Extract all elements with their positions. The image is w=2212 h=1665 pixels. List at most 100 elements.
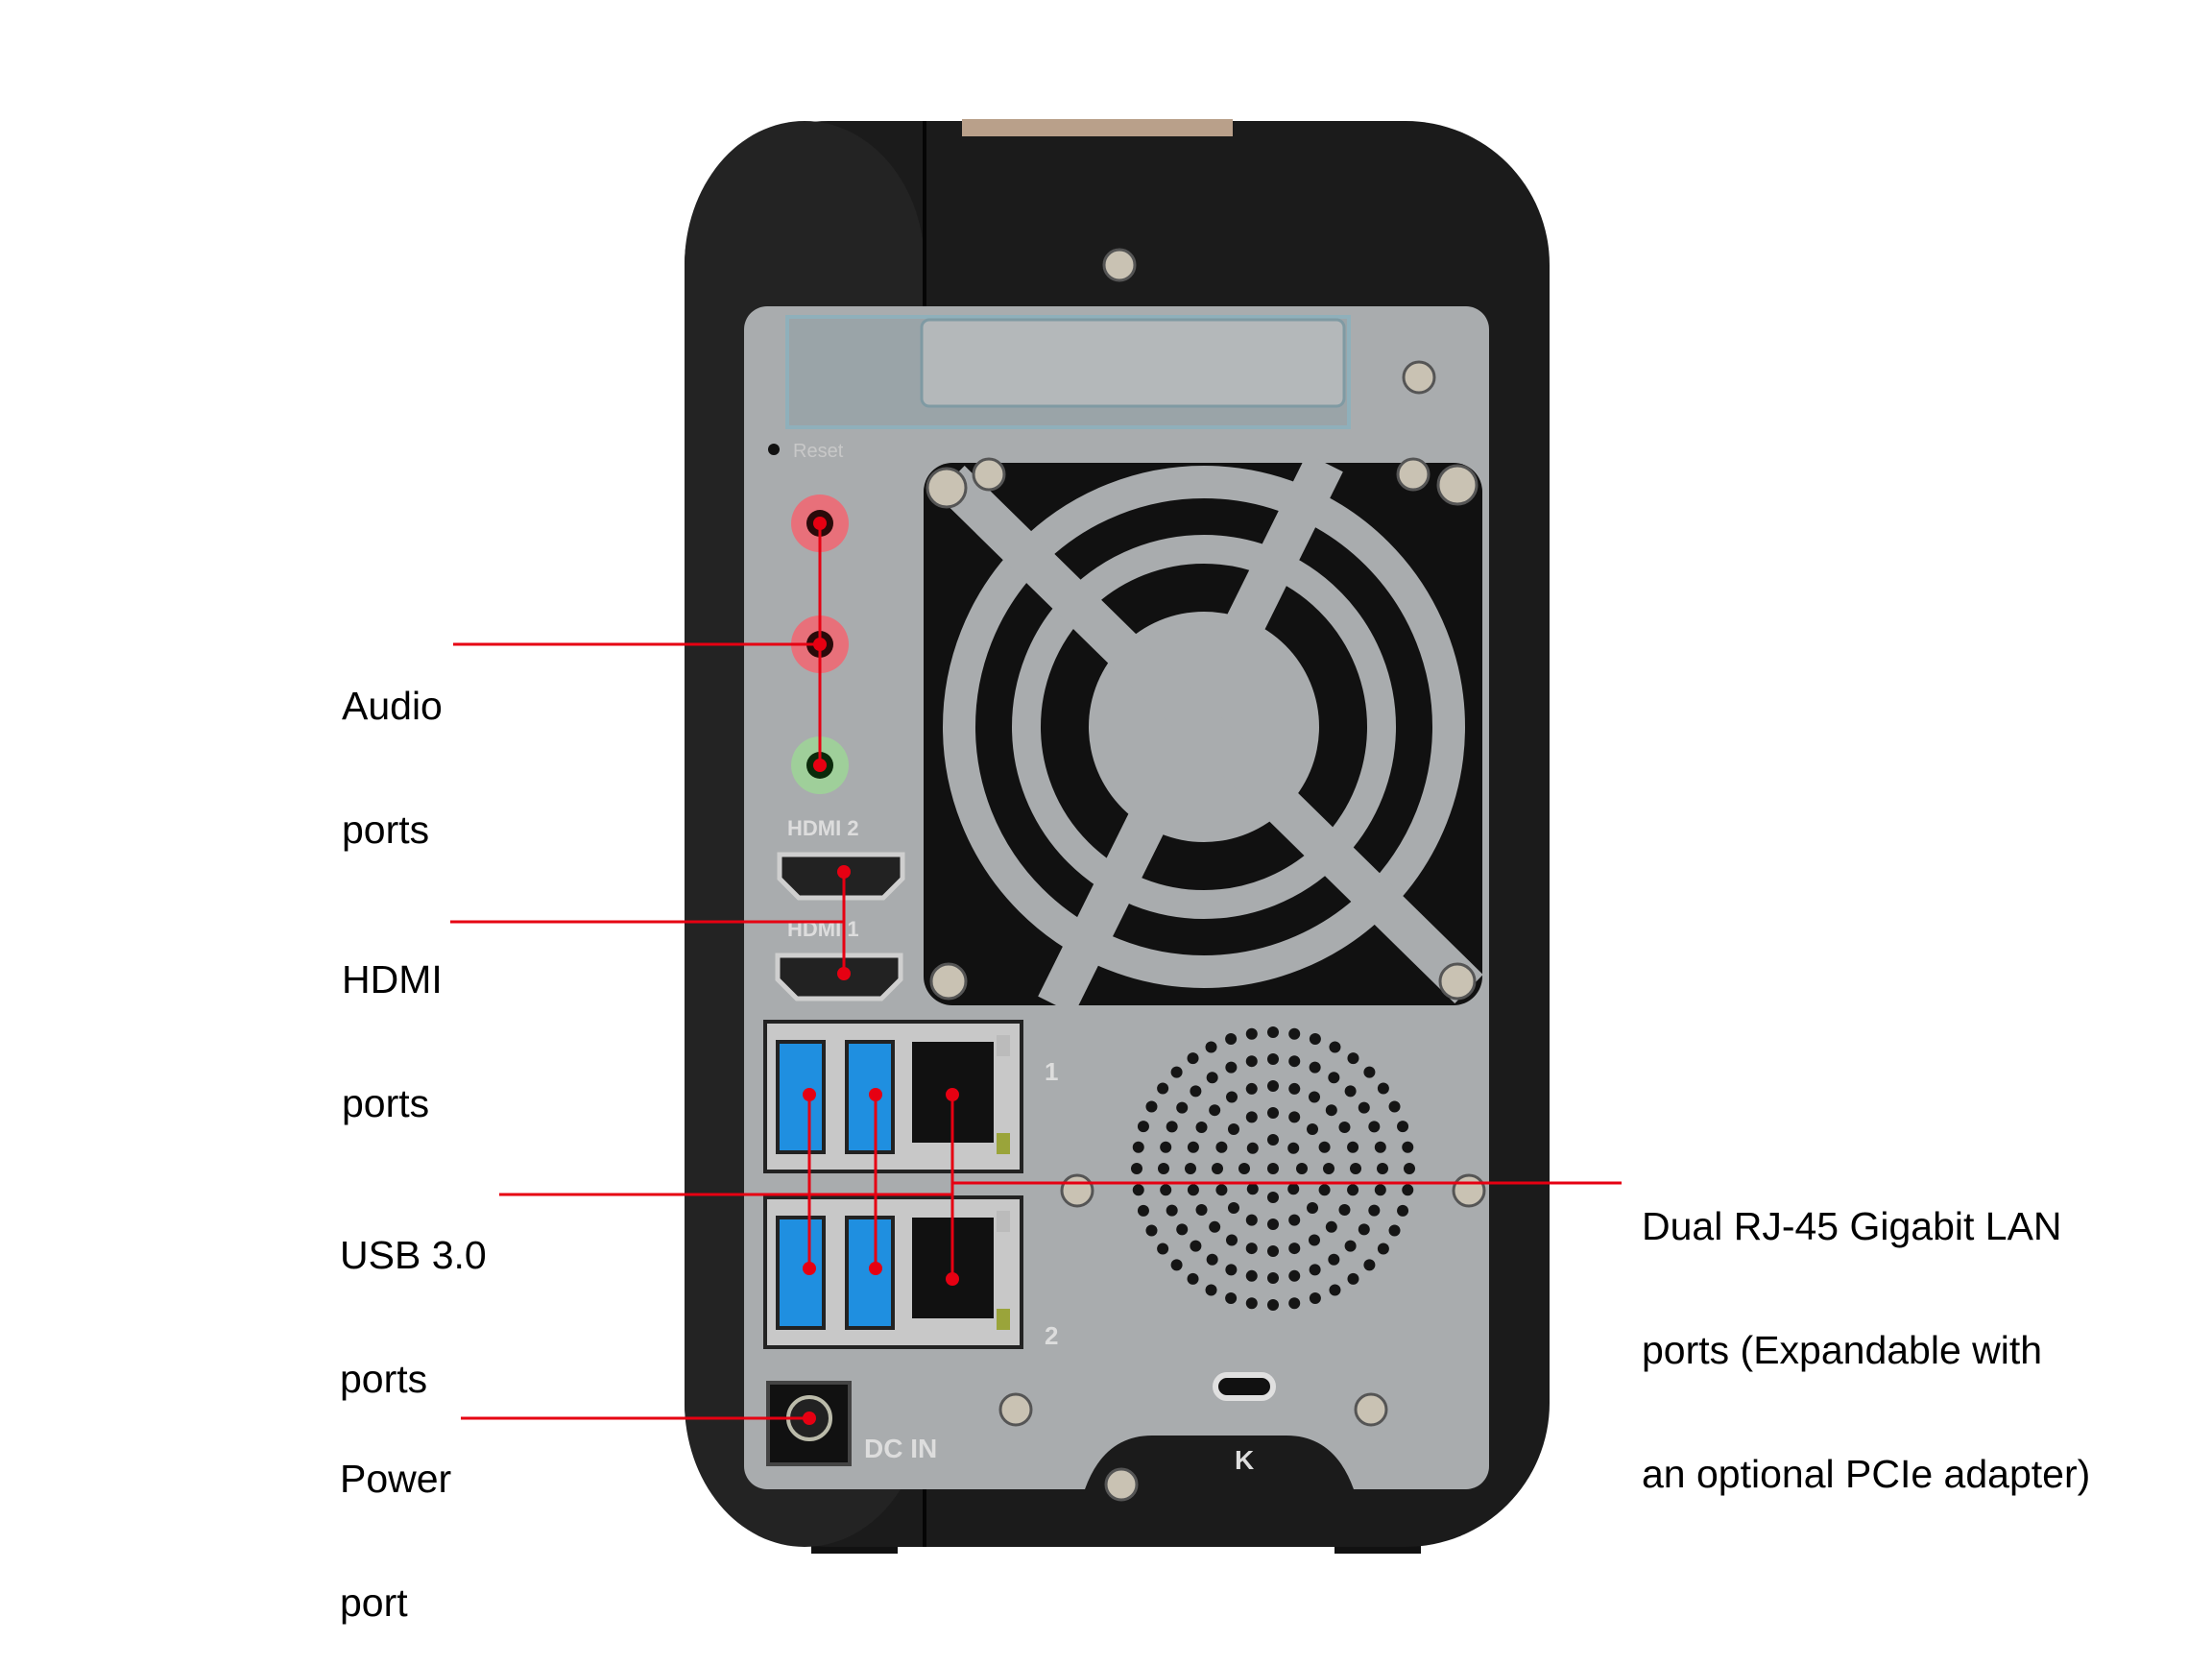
speaker-hole [1157, 1243, 1169, 1255]
speaker-hole [1288, 1214, 1301, 1226]
speaker-hole [1309, 1061, 1321, 1074]
speaker-hole [1206, 1253, 1218, 1266]
screw [1396, 457, 1431, 492]
usb-label-line2: ports [340, 1357, 428, 1401]
speaker-hole [1267, 1107, 1279, 1119]
callout-dot [837, 967, 851, 980]
speaker-hole [1160, 1184, 1172, 1196]
speaker-hole [1227, 1122, 1239, 1135]
fan-grille-strut-2 [1038, 453, 1343, 1015]
speaker-hole [1338, 1204, 1351, 1216]
callout-dot [946, 1272, 959, 1286]
callout-dot [803, 1088, 816, 1101]
speaker-hole [1132, 1141, 1144, 1153]
callout-dot [813, 517, 827, 530]
speaker-hole [1145, 1224, 1158, 1237]
speaker-hole [1267, 1192, 1279, 1203]
speaker-hole [1190, 1085, 1202, 1098]
speaker-hole [1187, 1052, 1199, 1065]
screw [972, 457, 1006, 492]
speaker-hole [1402, 1184, 1414, 1196]
callout-dot [813, 638, 827, 651]
speaker-hole [1309, 1032, 1321, 1045]
speaker-hole [1157, 1082, 1169, 1095]
lan-label-line1: Dual RJ-45 Gigabit LAN [1642, 1204, 2062, 1248]
speaker-hole [1350, 1163, 1361, 1174]
speaker-hole [1209, 1220, 1221, 1233]
speaker-hole [1347, 1052, 1359, 1065]
speaker-hole [1209, 1104, 1221, 1117]
speaker-hole [1205, 1041, 1217, 1053]
power-label-line2: port [340, 1581, 408, 1625]
speaker-hole [1347, 1184, 1359, 1196]
pcie-bracket-plate [920, 318, 1346, 408]
reset-button [768, 444, 780, 455]
speaker-hole [1288, 1027, 1301, 1040]
speaker-hole [1245, 1243, 1258, 1255]
callout-dot [946, 1088, 959, 1101]
screw [926, 467, 968, 509]
speaker-hole [1187, 1184, 1199, 1196]
hdmi-label-line2: ports [342, 1081, 430, 1125]
lan-label-line2: ports (Expandable with [1642, 1328, 2043, 1372]
callout-dot [803, 1262, 816, 1275]
speaker-hole [1215, 1141, 1228, 1153]
speaker-hole [1176, 1101, 1189, 1114]
hdmi-label-line1: HDMI [342, 957, 443, 1001]
audio-label-line2: ports [342, 808, 430, 852]
lan-ports-label: Dual RJ-45 Gigabit LAN ports (Expandable… [1642, 1123, 2090, 1536]
speaker-hole [1309, 1091, 1320, 1103]
kensington-label: K [1235, 1445, 1254, 1475]
lan-led [997, 1211, 1010, 1232]
speaker-hole [1225, 1264, 1238, 1276]
screw [1438, 962, 1477, 1001]
speaker-hole [1358, 1101, 1370, 1114]
speaker-hole [1212, 1163, 1223, 1174]
speaker-hole [1170, 1259, 1183, 1271]
speaker-grille [1131, 1026, 1415, 1311]
speaker-hole [1245, 1082, 1258, 1095]
speaker-hole [1195, 1204, 1208, 1216]
callout-dot [869, 1088, 882, 1101]
speaker-hole [1137, 1121, 1149, 1133]
speaker-hole [1158, 1163, 1169, 1174]
hdmi-2-label: HDMI 2 [787, 816, 859, 840]
speaker-hole [1187, 1272, 1199, 1285]
speaker-hole [1287, 1183, 1300, 1195]
speaker-hole [1377, 1082, 1389, 1095]
speaker-hole [1328, 1253, 1340, 1266]
speaker-hole [1402, 1141, 1414, 1153]
speaker-hole [1160, 1141, 1172, 1153]
speaker-hole [1338, 1122, 1351, 1133]
speaker-hole [1329, 1284, 1341, 1296]
speaker-hole [1309, 1292, 1321, 1305]
speaker-hole [1166, 1121, 1178, 1133]
speaker-hole [1190, 1240, 1202, 1252]
audio-label-line1: Audio [342, 684, 443, 728]
panel-notch [1085, 1436, 1354, 1489]
callout-dot [837, 865, 851, 879]
usb-lan-block-2 [763, 1195, 1023, 1349]
speaker-hole [1245, 1055, 1258, 1068]
speaker-hole [1368, 1121, 1381, 1133]
callout-dot [869, 1262, 882, 1275]
speaker-hole [1245, 1214, 1258, 1226]
speaker-hole [1347, 1141, 1359, 1153]
speaker-hole [1131, 1163, 1142, 1174]
top-sticker [962, 119, 1233, 136]
speaker-hole [1215, 1184, 1228, 1196]
speaker-hole [1318, 1184, 1331, 1196]
reset-label: Reset [793, 441, 844, 462]
speaker-hole [1225, 1292, 1238, 1305]
speaker-hole [1288, 1243, 1301, 1255]
speaker-hole [1374, 1141, 1386, 1153]
screw [998, 1392, 1033, 1427]
speaker-hole [1344, 1240, 1357, 1252]
speaker-hole [1245, 1269, 1258, 1282]
speaker-hole [1246, 1142, 1259, 1154]
fan-grille-inner-ring [1012, 535, 1396, 919]
screw [1354, 1392, 1388, 1427]
speaker-hole [1225, 1032, 1238, 1045]
speaker-hole [1267, 1080, 1279, 1092]
